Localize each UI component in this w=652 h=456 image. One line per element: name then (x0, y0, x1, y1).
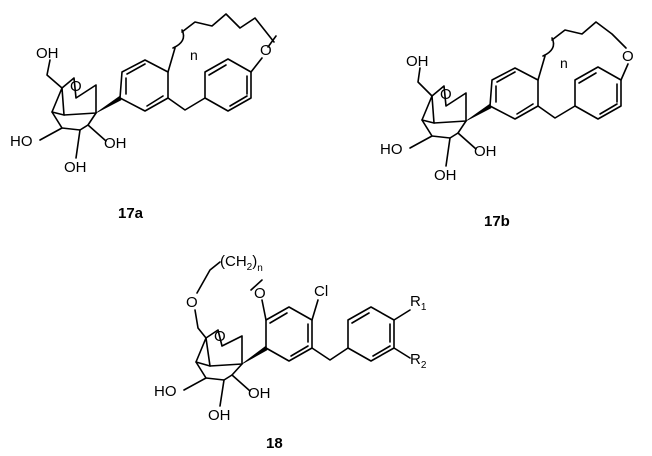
17a-aryl-ring-b (204, 58, 252, 112)
18-r1-bond (393, 309, 411, 321)
17b-oh-top: OH (406, 53, 429, 70)
17a-c4-bond (39, 127, 63, 141)
18-anomeric-wedge (241, 345, 268, 365)
17a-c3-bond (75, 129, 81, 159)
17b-ring-o: O (440, 86, 452, 103)
18-aryl-ring-b (347, 306, 395, 362)
18-r2: R2 (410, 351, 427, 371)
17b-oh-bottom: OH (434, 167, 457, 184)
17b-aryl-o-bond (620, 63, 629, 81)
17b-ether-o: O (622, 48, 634, 65)
17a-oh-right: OH (104, 135, 127, 152)
17a-ho-left: HO (10, 133, 33, 150)
18-aryl-ring-a (265, 306, 313, 362)
18-c3-bond (219, 379, 225, 407)
17b-oh-right: OH (474, 143, 497, 160)
17b-aryl-ring-a-double (495, 71, 534, 115)
18-oh-bottom: OH (208, 407, 231, 424)
18-c4-bond (183, 377, 207, 391)
17a-label: 17a (118, 205, 144, 222)
17a-c2-bond (87, 124, 107, 142)
17b-label: 17b (484, 213, 510, 230)
17b-c2-bond (457, 132, 477, 150)
17a-macrocycle-chain (167, 13, 277, 73)
17a-oh-top: OH (36, 45, 59, 62)
compound-17a: n OH O HO OH OH O 17a (10, 13, 277, 222)
17a-ch2oh-bond (46, 59, 63, 89)
18-oh-right: OH (248, 385, 271, 402)
18-aryl-o-bond (261, 299, 267, 321)
18-benzyl-ch2 (311, 347, 349, 361)
17b-ch2oh-bond (417, 67, 433, 97)
17b-c4-bond (409, 135, 433, 149)
17a-aryl-ring-b-double (208, 64, 248, 107)
17a-n-bracket (172, 29, 185, 49)
17a-aryl-o-bond (250, 57, 263, 73)
17a-benzyl-ch2 (167, 97, 206, 111)
18-aryl-o: O (254, 285, 266, 302)
18-cl: Cl (314, 283, 328, 300)
18-link-bond (194, 309, 207, 339)
17a-anomeric-wedge (95, 95, 122, 114)
17b-n-label: n (560, 55, 568, 71)
17a-aryl-ring-a (119, 59, 169, 112)
compound-18: (CH2)n O O Cl R1 R2 O HO OH OH 18 (154, 253, 427, 452)
18-ho-left: HO (154, 383, 177, 400)
17b-macrocycle-chain (537, 21, 627, 81)
18-aryl-ring-b-double (351, 312, 391, 357)
17b-aryl-ring-a (489, 67, 539, 120)
17b-c3-bond (445, 137, 451, 167)
18-link-o: O (186, 294, 198, 311)
17a-ether-o: O (260, 42, 272, 59)
17a-n-label: n (190, 47, 198, 63)
17b-aryl-ring-b (574, 66, 622, 120)
18-r1: R1 (410, 293, 427, 313)
17b-n-bracket (542, 37, 555, 57)
17a-aryl-ring-a-double (125, 63, 164, 107)
17a-oh-bottom: OH (64, 159, 87, 176)
compound-17b: n OH O HO OH OH O 17b (380, 21, 634, 230)
18-label: 18 (266, 435, 283, 452)
17a-ring-o: O (70, 78, 82, 95)
18-cl-bond (311, 299, 319, 321)
18-aryl-ring-a-double (269, 312, 309, 357)
17b-ho-left: HO (380, 141, 403, 158)
18-r2-bond (393, 347, 411, 359)
18-ring-o: O (214, 328, 226, 345)
18-ch2-open: (CH2)n (220, 253, 263, 274)
18-chain-left (196, 261, 221, 294)
17b-anomeric-wedge (465, 103, 492, 122)
18-c2-bond (231, 374, 251, 392)
17b-benzyl-ch2 (537, 105, 576, 119)
17b-aryl-ring-b-double (578, 72, 618, 115)
18-chain-right (250, 279, 263, 291)
